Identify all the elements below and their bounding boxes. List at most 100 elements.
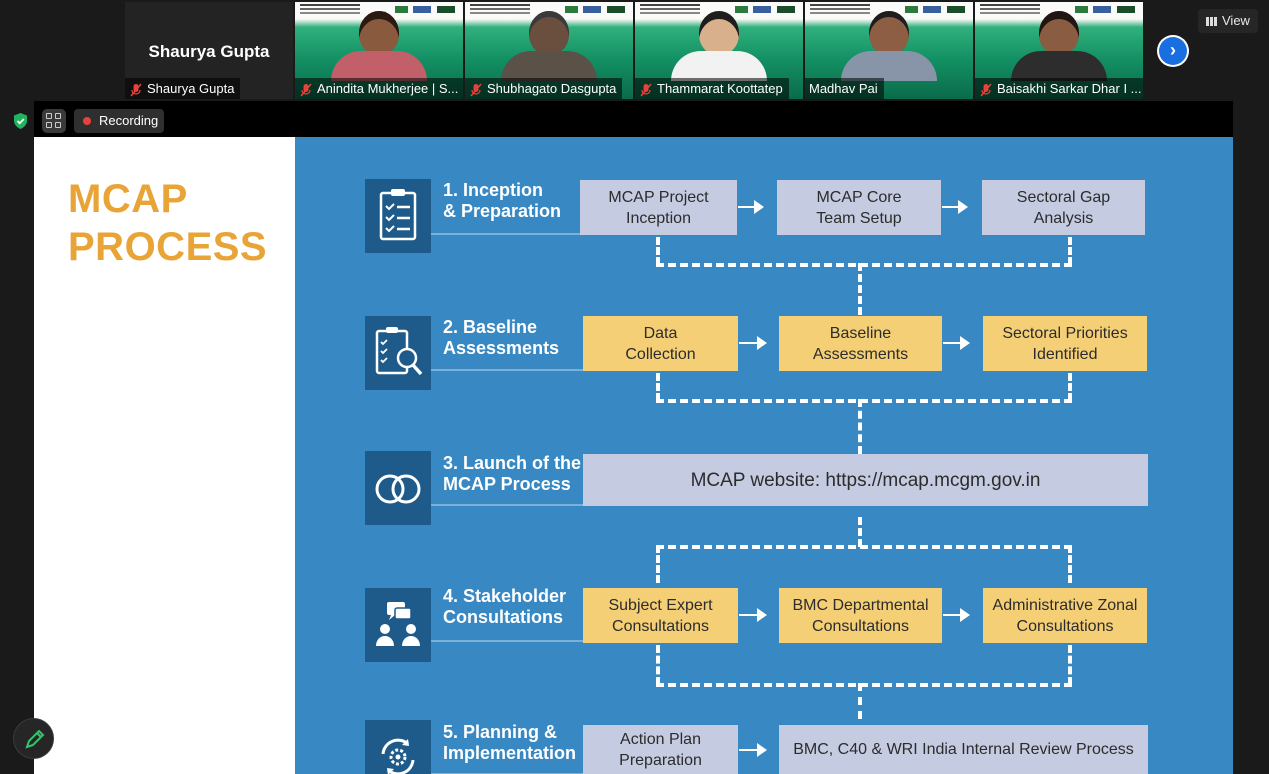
webinar-banner	[295, 2, 463, 19]
dashed-connector	[1068, 545, 1072, 583]
pencil-icon	[25, 729, 45, 749]
participant-display-name: Shaurya Gupta	[148, 42, 270, 61]
annotate-button[interactable]	[13, 718, 54, 759]
process-box: Administrative Zonal Consultations	[983, 588, 1147, 643]
slide-title: MCAP PROCESS	[68, 175, 267, 271]
webinar-banner	[975, 2, 1143, 19]
mic-muted-icon	[639, 82, 653, 96]
process-box: MCAP Core Team Setup	[777, 180, 941, 235]
participant-figure	[1011, 11, 1107, 81]
step-label-line: 5. Planning &	[443, 722, 558, 742]
arrow-right-icon	[943, 608, 970, 622]
arrow-right-icon	[942, 200, 968, 214]
mic-muted-icon	[469, 82, 483, 96]
step-label-line: Consultations	[443, 607, 563, 627]
participant-name: Shubhagato Dasgupta	[487, 81, 617, 96]
step-label-line: MCAP Process	[443, 474, 571, 494]
participant-name-bar: Shubhagato Dasgupta	[465, 78, 623, 99]
dashed-connector	[858, 517, 862, 547]
recording-indicator[interactable]: Recording	[74, 109, 164, 133]
dashed-connector	[656, 263, 1072, 267]
participant-name-bar: Anindita Mukherjee | S...	[295, 78, 463, 99]
slide-title-line: MCAP	[68, 177, 188, 221]
grid-square-icon	[46, 122, 52, 128]
step-label: 4. Stakeholder Consultations	[443, 586, 566, 628]
dashed-connector	[656, 645, 660, 685]
clipboard-search-icon	[365, 316, 431, 390]
webinar-banner	[805, 2, 973, 19]
gear-cycle-icon	[365, 720, 431, 774]
next-participants-button[interactable]: ›	[1157, 35, 1189, 67]
participant-name: Anindita Mukherjee | S...	[317, 81, 459, 96]
process-box: MCAP Project Inception	[580, 180, 737, 235]
security-shield-icon[interactable]	[12, 112, 29, 130]
dashed-connector	[656, 399, 1072, 403]
people-discussion-icon	[365, 588, 431, 662]
dashed-connector	[656, 545, 660, 583]
dashed-connector	[656, 545, 1072, 549]
step-label: 2. Baseline Assessments	[443, 317, 559, 359]
process-box: Action Plan Preparation	[583, 725, 738, 774]
step-label: 5. Planning & Implementation	[443, 722, 576, 764]
slide-title-line: PROCESS	[68, 225, 268, 269]
participant-name-bar: Thammarat Koottatep	[635, 78, 789, 99]
participant-tile-madhav[interactable]: Madhav Pai	[805, 2, 973, 99]
step-label-line: Implementation	[443, 743, 577, 763]
participant-figure	[841, 11, 937, 81]
participant-tile-shubhagato[interactable]: Shubhagato Dasgupta	[465, 2, 633, 99]
step-label-line: 2. Baseline	[443, 317, 538, 337]
grid-square-icon	[55, 113, 61, 119]
process-box: Sectoral Priorities Identified	[983, 316, 1147, 371]
dashed-connector	[656, 683, 1072, 687]
participant-figure	[331, 11, 427, 81]
participant-figure	[501, 11, 597, 81]
process-box: Baseline Assessments	[779, 316, 942, 371]
dashed-connector	[858, 399, 862, 454]
arrow-right-icon	[739, 608, 767, 622]
view-button[interactable]: View	[1198, 9, 1258, 33]
step-label: 1. Inception & Preparation	[443, 180, 561, 222]
checklist-icon	[365, 179, 431, 253]
step-label-line: & Preparation	[443, 201, 562, 221]
gallery-grid-icon	[1206, 17, 1217, 26]
grid-square-icon	[55, 122, 61, 128]
recording-label: Recording	[99, 113, 159, 128]
process-flow-panel: 1. Inception & Preparation MCAP Project …	[295, 137, 1233, 774]
dashed-connector	[858, 263, 862, 315]
participant-tile-anindita[interactable]: Anindita Mukherjee | S...	[295, 2, 463, 99]
participant-name-bar: Madhav Pai	[805, 78, 884, 99]
process-box: Data Collection	[583, 316, 738, 371]
process-box: Subject Expert Consultations	[583, 588, 738, 643]
participant-name-bar: Shaurya Gupta	[125, 78, 241, 99]
mcap-website-box: MCAP website: https://mcap.mcgm.gov.in	[583, 454, 1148, 506]
step-underline	[431, 233, 581, 235]
arrow-right-icon	[738, 200, 764, 214]
participant-name: Baisakhi Sarkar Dhar I ...	[997, 81, 1142, 96]
arrow-right-icon	[943, 336, 970, 350]
process-box: Sectoral Gap Analysis	[982, 180, 1145, 235]
chevron-right-icon: ›	[1159, 37, 1187, 65]
dashed-connector	[1068, 373, 1072, 401]
recording-dot-icon	[83, 117, 91, 125]
arrow-right-icon	[739, 743, 767, 757]
process-box: BMC Departmental Consultations	[779, 588, 942, 643]
participant-figure	[671, 11, 767, 81]
participant-tile-baisakhi[interactable]: Baisakhi Sarkar Dhar I ...	[975, 2, 1143, 99]
participant-tile-shaurya[interactable]: Shaurya Gupta Shaurya Gupta	[125, 2, 293, 99]
step-label: 3. Launch of the MCAP Process	[443, 453, 581, 495]
webinar-banner	[465, 2, 633, 19]
participant-name: Madhav Pai	[809, 81, 878, 96]
share-screen-bar	[34, 101, 1233, 137]
step-label-line: 4. Stakeholder	[443, 586, 567, 606]
participant-name: Thammarat Koottatep	[657, 81, 783, 96]
step-underline	[431, 369, 583, 371]
dashed-connector	[656, 237, 660, 265]
step-underline	[431, 640, 583, 642]
view-label: View	[1222, 13, 1250, 28]
step-label-line: 1. Inception	[443, 180, 544, 200]
arrow-right-icon	[739, 336, 767, 350]
apps-grid-button[interactable]	[42, 109, 66, 133]
participant-tile-thammarat[interactable]: Thammarat Koottatep	[635, 2, 803, 99]
grid-square-icon	[46, 113, 52, 119]
